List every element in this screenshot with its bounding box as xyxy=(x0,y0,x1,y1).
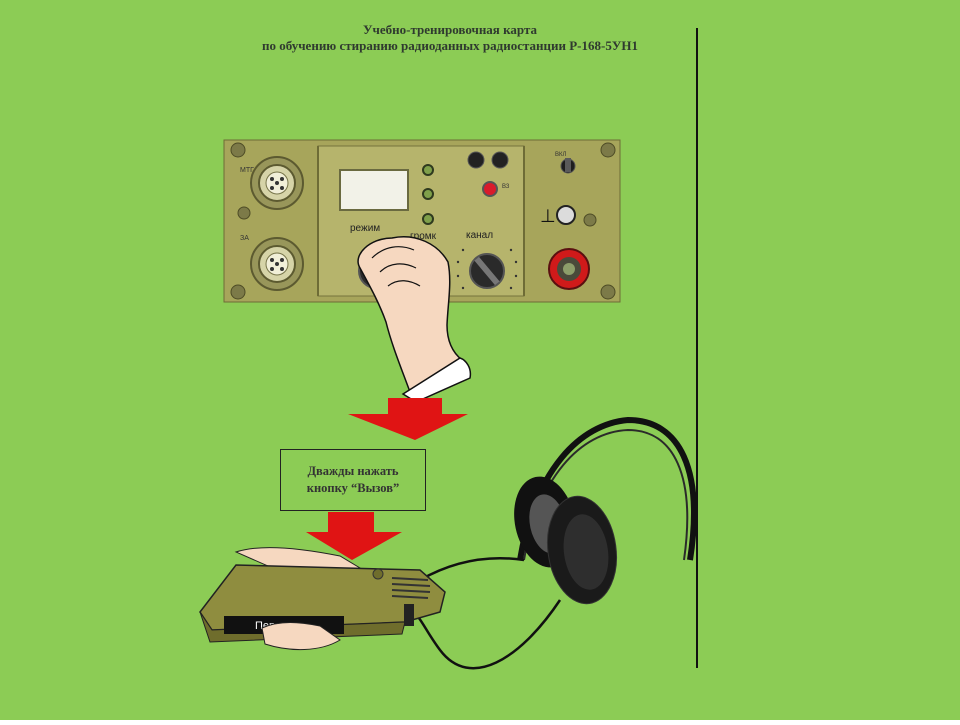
title-line-2: по обучению стиранию радиоданных радиост… xyxy=(261,38,638,53)
power-switch-icon xyxy=(548,248,590,290)
volume-knob-label: громк xyxy=(410,231,437,242)
panel-button-icon xyxy=(467,151,485,169)
down-arrow-icon xyxy=(348,398,468,440)
hand-icon xyxy=(261,622,341,651)
radio-panel: МТГ ЗА ВЗ режим громк канал xyxy=(223,139,621,303)
screw-icon xyxy=(230,142,246,158)
screw-icon xyxy=(237,206,251,220)
page-title: Учебно-тренировочная карта по обучению с… xyxy=(180,22,720,54)
channel-knob-label: канал xyxy=(466,230,493,241)
switch-label: ВКЛ xyxy=(555,152,566,158)
down-arrow-icon xyxy=(306,512,402,560)
panel-button-icon xyxy=(491,151,509,169)
display-window xyxy=(339,169,409,211)
callout-line-1: Дважды нажать xyxy=(307,464,399,478)
hand-icon xyxy=(357,236,472,403)
connector-icon xyxy=(250,156,304,210)
call-button-icon xyxy=(372,568,384,580)
connector-icon xyxy=(250,237,304,291)
ground-symbol: ⊥ xyxy=(540,206,556,226)
mode-knob-label: режим xyxy=(350,223,380,234)
remote-unit: Пере xyxy=(199,547,446,651)
screw-icon xyxy=(600,142,616,158)
instruction-callout: Дважды нажать кнопку “Вызов” xyxy=(280,449,426,511)
red-button-label: ВЗ xyxy=(502,184,510,190)
indicator-lamps xyxy=(422,164,434,225)
headphones-icon xyxy=(411,416,697,670)
screw-icon xyxy=(230,284,246,300)
knob-icon xyxy=(456,248,518,290)
toggle-switch-icon xyxy=(560,158,576,174)
callout-line-2: кнопку “Вызов” xyxy=(306,481,400,495)
connector-label-top: МТГ xyxy=(240,167,254,174)
ground-button-icon xyxy=(556,205,576,225)
screw-icon xyxy=(600,284,616,300)
title-line-1: Учебно-тренировочная карта xyxy=(363,22,537,37)
red-button-icon xyxy=(482,181,498,197)
divider-line xyxy=(696,28,698,668)
screw-icon xyxy=(583,213,597,227)
connector-label-bottom: ЗА xyxy=(240,235,249,242)
